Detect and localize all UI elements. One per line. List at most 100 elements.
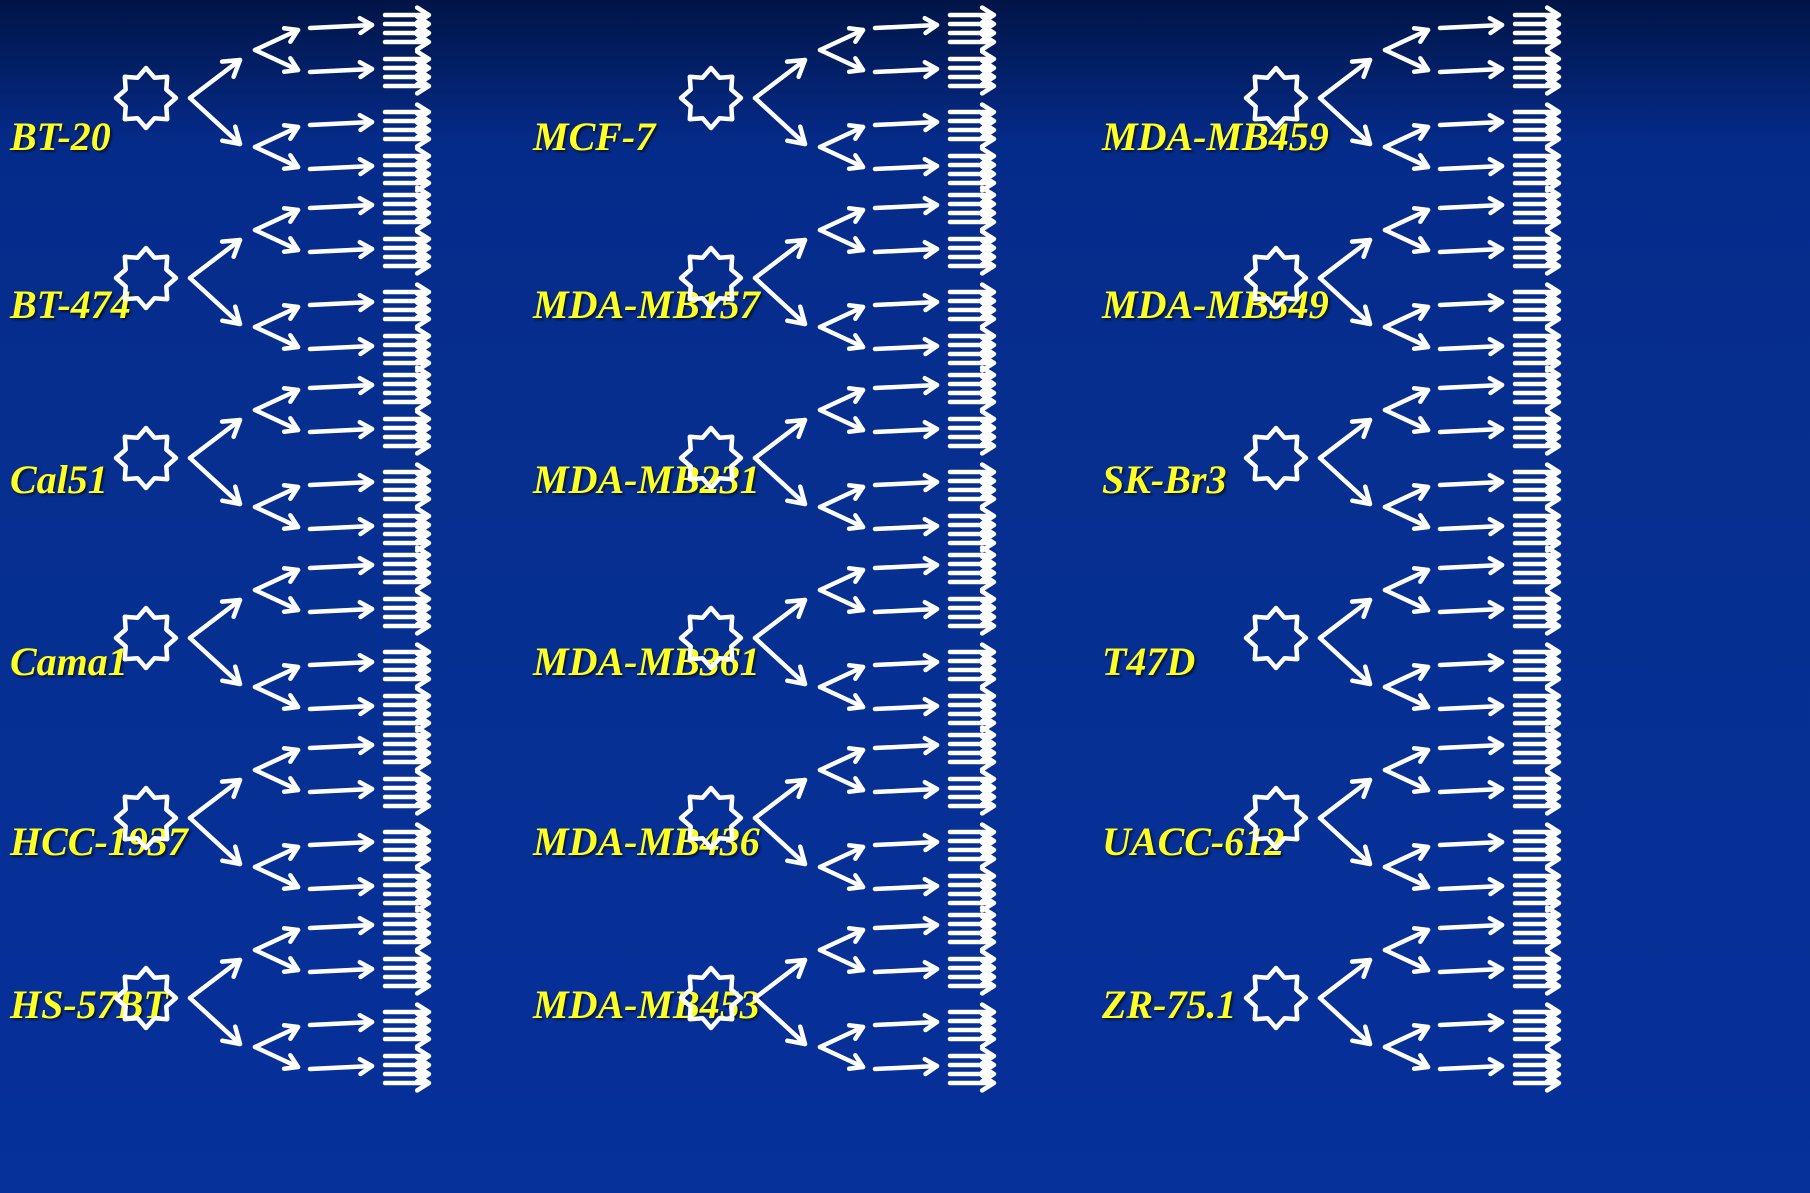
cell-star-icon <box>116 68 176 128</box>
cell-line-label: MCF-7 <box>533 117 655 157</box>
level3-arrow-shaft <box>1440 609 1502 612</box>
split-arrow-up-shaft <box>190 960 240 998</box>
level3-arrow-shaft <box>1440 969 1502 972</box>
lineage-tree-diagram <box>1240 362 1580 552</box>
level3-arrow-shaft <box>875 346 937 349</box>
level3-arrow-shaft <box>875 429 937 432</box>
split-arrow-down-shaft <box>1320 998 1370 1044</box>
split-arrow-down-shaft <box>190 98 240 144</box>
level3-arrow-shaft <box>1440 886 1502 889</box>
level3-arrow-shaft <box>310 122 372 125</box>
split-arrow-up-shaft <box>1320 60 1370 98</box>
cell-star-icon <box>1246 68 1306 128</box>
level3-arrow-shaft <box>1440 662 1502 665</box>
level3-arrow-shaft <box>310 789 372 792</box>
level3-arrow-shaft <box>1440 69 1502 72</box>
cell-star-icon <box>1246 608 1306 668</box>
level3-arrow-shaft <box>875 565 937 568</box>
level3-arrow-shaft <box>1440 526 1502 529</box>
lineage-tree-diagram <box>1240 2 1580 192</box>
level3-arrow-shaft <box>1440 302 1502 305</box>
split-arrow-up-shaft <box>1320 600 1370 638</box>
level3-arrow-shaft <box>875 69 937 72</box>
level3-arrow-shaft <box>875 385 937 388</box>
split-arrow-up-shaft <box>755 600 805 638</box>
level3-arrow-shaft <box>875 1066 937 1069</box>
level3-arrow-shaft <box>875 969 937 972</box>
level3-arrow-shaft <box>875 662 937 665</box>
split-arrow-down-shaft <box>755 818 805 864</box>
cell-star-icon <box>116 968 176 1028</box>
lineage-tree-diagram <box>110 722 450 912</box>
split-arrow-down-shaft <box>190 998 240 1044</box>
level3-arrow-shaft <box>1440 706 1502 709</box>
level3-arrow-shaft <box>1440 789 1502 792</box>
level3-arrow-shaft <box>875 302 937 305</box>
split-arrow-up-shaft <box>755 960 805 998</box>
level3-arrow-shaft <box>1440 122 1502 125</box>
split-arrow-down-shaft <box>1320 278 1370 324</box>
level3-arrow-shaft <box>1440 745 1502 748</box>
split-arrow-down-shaft <box>755 998 805 1044</box>
split-arrow-down-shaft <box>190 818 240 864</box>
split-arrow-down-shaft <box>190 638 240 684</box>
split-arrow-down-shaft <box>755 98 805 144</box>
level3-arrow-shaft <box>1440 346 1502 349</box>
lineage-tree-diagram <box>675 542 1015 732</box>
cell-star-icon <box>681 968 741 1028</box>
split-arrow-up-shaft <box>1320 240 1370 278</box>
lineage-tree-diagram <box>675 902 1015 1092</box>
level3-arrow-shaft <box>310 969 372 972</box>
split-arrow-down-shaft <box>1320 458 1370 504</box>
level3-arrow-shaft <box>310 745 372 748</box>
level3-arrow-shaft <box>875 842 937 845</box>
cell-star-icon <box>1246 428 1306 488</box>
level3-arrow-shaft <box>310 482 372 485</box>
lineage-tree-diagram <box>675 362 1015 552</box>
split-arrow-up-shaft <box>190 600 240 638</box>
level3-arrow-shaft <box>310 925 372 928</box>
level3-arrow-shaft <box>875 249 937 252</box>
split-arrow-up-shaft <box>1320 420 1370 458</box>
level3-arrow-shaft <box>310 385 372 388</box>
split-arrow-down-shaft <box>1320 638 1370 684</box>
level3-arrow-shaft <box>310 429 372 432</box>
cell-star-icon <box>681 248 741 308</box>
level3-arrow-shaft <box>310 25 372 28</box>
lineage-tree-diagram <box>675 182 1015 372</box>
split-arrow-up-shaft <box>755 420 805 458</box>
cell-star-icon <box>1246 788 1306 848</box>
lineage-tree-diagram <box>110 902 450 1092</box>
level3-arrow-shaft <box>875 526 937 529</box>
level3-arrow-shaft <box>310 302 372 305</box>
lineage-tree-diagram <box>1240 542 1580 732</box>
level3-arrow-shaft <box>1440 429 1502 432</box>
cell-line-label: SK-Br3 <box>1102 460 1227 500</box>
level3-arrow-shaft <box>310 166 372 169</box>
split-arrow-up-shaft <box>755 780 805 818</box>
level3-arrow-shaft <box>310 609 372 612</box>
level3-arrow-shaft <box>310 346 372 349</box>
cell-line-label: ZR-75.1 <box>1102 985 1236 1025</box>
cell-line-label: T47D <box>1102 642 1195 682</box>
level3-arrow-shaft <box>310 249 372 252</box>
split-arrow-up-shaft <box>1320 780 1370 818</box>
split-arrow-down-shaft <box>190 458 240 504</box>
split-arrow-down-shaft <box>1320 98 1370 144</box>
level3-arrow-shaft <box>875 706 937 709</box>
lineage-tree-diagram <box>110 542 450 732</box>
level3-arrow-shaft <box>310 1066 372 1069</box>
level3-arrow-shaft <box>1440 166 1502 169</box>
level3-arrow-shaft <box>875 25 937 28</box>
lineage-tree-diagram <box>110 2 450 192</box>
cell-star-icon <box>116 428 176 488</box>
level3-arrow-shaft <box>1440 925 1502 928</box>
cell-star-icon <box>681 68 741 128</box>
split-arrow-down-shaft <box>755 278 805 324</box>
split-arrow-down-shaft <box>1320 818 1370 864</box>
lineage-tree-diagram <box>1240 902 1580 1092</box>
cell-star-icon <box>116 608 176 668</box>
split-arrow-up-shaft <box>1320 960 1370 998</box>
level3-arrow-shaft <box>310 1022 372 1025</box>
